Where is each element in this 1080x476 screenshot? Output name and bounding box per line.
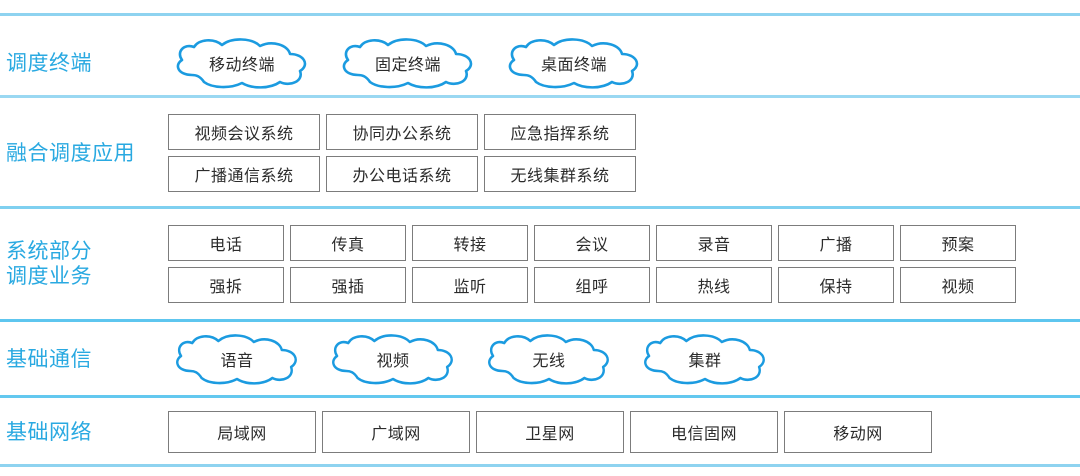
box-node-recording[interactable]: 录音 [656, 225, 772, 261]
row-content-basic-network: 局域网 广域网 卫星网 电信固网 移动网 [168, 411, 1080, 453]
box-node-satellite-network[interactable]: 卫星网 [476, 411, 624, 453]
box-node-monitor[interactable]: 监听 [412, 267, 528, 303]
row-label-dispatch-terminal: 调度终端 [6, 50, 92, 75]
cloud-node-label: 固定终端 [374, 55, 441, 74]
node-line: 移动终端 固定终端 桌面终端 [168, 37, 1080, 89]
cloud-node-label: 视频 [376, 351, 410, 370]
box-node-group-call[interactable]: 组呼 [534, 267, 650, 303]
row-dispatch-terminal: 调度终端 移动终端 固定终端 [0, 32, 1080, 94]
box-node-telecom-fixed-network[interactable]: 电信固网 [630, 411, 778, 453]
row-content-dispatch-terminal: 移动终端 固定终端 桌面终端 [168, 37, 1080, 89]
box-node-broadcast-communication-system[interactable]: 广播通信系统 [168, 156, 320, 192]
separator-rule-top [0, 13, 1080, 16]
box-node-collaborative-office-system[interactable]: 协同办公系统 [326, 114, 478, 150]
cloud-shape-icon [644, 334, 765, 385]
row-label-system-dispatch-service: 系统部分 调度业务 [6, 239, 92, 288]
box-node-emergency-command-system[interactable]: 应急指挥系统 [484, 114, 636, 150]
row-basic-network: 基础网络 局域网 广域网 卫星网 电信固网 移动网 [0, 407, 1080, 457]
row-content-converged-dispatch-application: 视频会议系统 协同办公系统 应急指挥系统 广播通信系统 办公电话系统 无线集群系… [168, 114, 1080, 192]
box-node-lan[interactable]: 局域网 [168, 411, 316, 453]
cloud-node-label: 语音 [220, 351, 254, 370]
row-label-converged-dispatch-application: 融合调度应用 [6, 140, 135, 165]
cloud-node-fixed-terminal[interactable]: 固定终端 [334, 37, 482, 89]
box-node-wireless-trunking-system[interactable]: 无线集群系统 [484, 156, 636, 192]
cloud-shape-icon [176, 334, 297, 385]
cloud-node-label: 无线 [532, 351, 566, 370]
separator-rule-4 [0, 395, 1080, 398]
cloud-node-video[interactable]: 视频 [324, 333, 462, 385]
box-node-video-conference-system[interactable]: 视频会议系统 [168, 114, 320, 150]
row-system-dispatch-service: 系统部分 调度业务 电话 传真 转接 会议 录音 广播 预案 强拆 强插 监听 … [0, 216, 1080, 312]
node-line: 电话 传真 转接 会议 录音 广播 预案 [168, 225, 1080, 261]
box-node-conference[interactable]: 会议 [534, 225, 650, 261]
box-node-telephone[interactable]: 电话 [168, 225, 284, 261]
cloud-shape-icon [488, 334, 609, 385]
box-node-wan[interactable]: 广域网 [322, 411, 470, 453]
box-node-video[interactable]: 视频 [900, 267, 1016, 303]
box-node-force-release[interactable]: 强拆 [168, 267, 284, 303]
node-line: 视频会议系统 协同办公系统 应急指挥系统 [168, 114, 1080, 150]
row-content-system-dispatch-service: 电话 传真 转接 会议 录音 广播 预案 强拆 强插 监听 组呼 热线 保持 视… [168, 225, 1080, 303]
cloud-node-trunking[interactable]: 集群 [636, 333, 774, 385]
separator-rule-bottom [0, 464, 1080, 467]
node-line: 广播通信系统 办公电话系统 无线集群系统 [168, 156, 1080, 192]
box-node-office-telephone-system[interactable]: 办公电话系统 [326, 156, 478, 192]
box-node-hotline[interactable]: 热线 [656, 267, 772, 303]
box-node-broadcast[interactable]: 广播 [778, 225, 894, 261]
row-content-basic-communication: 语音 视频 无线 [168, 333, 1080, 385]
box-node-hold[interactable]: 保持 [778, 267, 894, 303]
row-converged-dispatch-application: 融合调度应用 视频会议系统 协同办公系统 应急指挥系统 广播通信系统 办公电话系… [0, 106, 1080, 200]
cloud-node-wireless[interactable]: 无线 [480, 333, 618, 385]
box-node-plan[interactable]: 预案 [900, 225, 1016, 261]
separator-rule-2 [0, 206, 1080, 209]
cloud-shape-icon [176, 38, 307, 89]
node-line: 语音 视频 无线 [168, 333, 1080, 385]
node-line: 强拆 强插 监听 组呼 热线 保持 视频 [168, 267, 1080, 303]
box-node-transfer[interactable]: 转接 [412, 225, 528, 261]
separator-rule-3 [0, 319, 1080, 322]
cloud-node-mobile-terminal[interactable]: 移动终端 [168, 37, 316, 89]
separator-rule-1 [0, 95, 1080, 98]
cloud-shape-icon [342, 38, 473, 89]
cloud-node-label: 移动终端 [208, 55, 275, 74]
cloud-shape-icon [508, 38, 639, 89]
cloud-node-label: 集群 [688, 351, 722, 370]
cloud-node-voice[interactable]: 语音 [168, 333, 306, 385]
box-node-force-insert[interactable]: 强插 [290, 267, 406, 303]
row-label-basic-network: 基础网络 [6, 419, 92, 444]
row-basic-communication: 基础通信 语音 视频 [0, 330, 1080, 388]
row-label-basic-communication: 基础通信 [6, 346, 92, 371]
node-line: 局域网 广域网 卫星网 电信固网 移动网 [168, 411, 1080, 453]
box-node-mobile-network[interactable]: 移动网 [784, 411, 932, 453]
cloud-node-label: 桌面终端 [540, 55, 607, 74]
box-node-fax[interactable]: 传真 [290, 225, 406, 261]
cloud-node-desktop-terminal[interactable]: 桌面终端 [500, 37, 648, 89]
cloud-shape-icon [332, 334, 453, 385]
